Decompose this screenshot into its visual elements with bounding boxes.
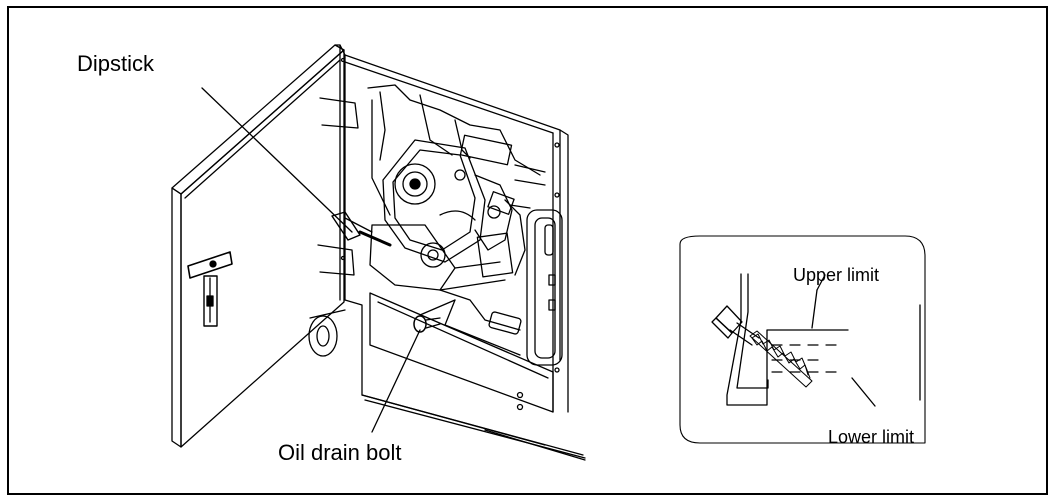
dipstick-detail-inset <box>679 235 926 444</box>
cabinet-frame <box>317 44 586 461</box>
open-door <box>171 44 346 448</box>
engine-assembly <box>331 84 563 366</box>
dipstick-leader <box>201 87 353 233</box>
drain-bolt-leader <box>371 329 421 433</box>
dipstick-label: Dipstick <box>77 51 155 76</box>
oil-drain-bolt-label: Oil drain bolt <box>278 440 402 465</box>
lower-limit-label: Lower limit <box>828 427 915 447</box>
upper-limit-label: Upper limit <box>793 265 880 285</box>
figure-frame <box>7 6 1048 495</box>
